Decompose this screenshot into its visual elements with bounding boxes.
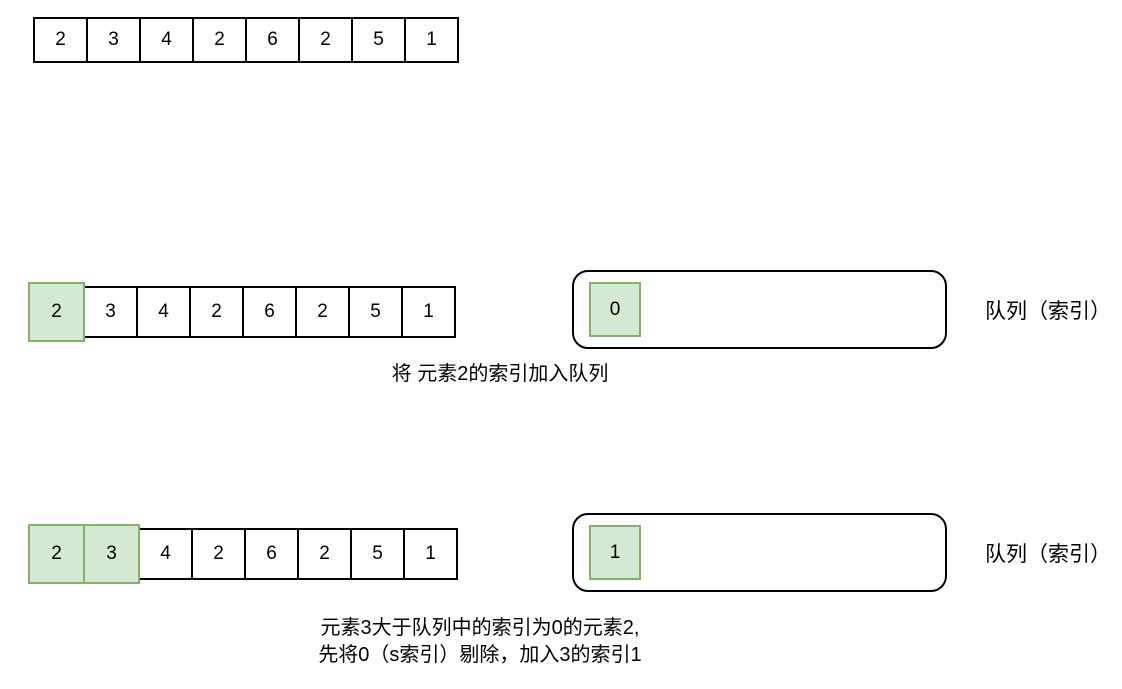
array-cell: 5 <box>348 286 403 338</box>
number-array-step1: 2 3 4 2 6 2 5 1 <box>28 282 456 342</box>
queue-box-step2: 1 <box>572 513 947 592</box>
queue-label: 队列（索引） <box>985 542 1111 566</box>
number-array-step2: 2 3 4 2 6 2 5 1 <box>28 524 458 584</box>
array-cell-highlighted: 2 <box>28 524 85 584</box>
queue-index-item: 1 <box>589 525 641 580</box>
array-cell: 1 <box>401 286 456 338</box>
array-cell: 6 <box>242 286 297 338</box>
array-cell: 4 <box>136 286 191 338</box>
array-cell: 2 <box>295 286 350 338</box>
array-cell: 6 <box>245 17 300 63</box>
array-cell: 2 <box>297 528 352 580</box>
array-cell-highlighted: 3 <box>83 524 140 584</box>
array-cell: 2 <box>191 528 246 580</box>
array-cell: 2 <box>298 17 353 63</box>
array-cell: 2 <box>192 17 247 63</box>
array-cell: 2 <box>33 17 88 63</box>
array-cell: 3 <box>83 286 138 338</box>
queue-box-step1: 0 <box>572 270 947 349</box>
array-cell: 5 <box>350 528 405 580</box>
array-cell: 2 <box>189 286 244 338</box>
step-caption: 元素3大于队列中的索引为0的元素2, 先将0（s索引）剔除，加入3的索引1 <box>0 615 960 669</box>
array-cell: 5 <box>351 17 406 63</box>
array-cell: 1 <box>403 528 458 580</box>
number-array-initial: 2 3 4 2 6 2 5 1 <box>33 17 459 63</box>
array-cell: 4 <box>138 528 193 580</box>
array-cell: 6 <box>244 528 299 580</box>
queue-label: 队列（索引） <box>985 299 1111 323</box>
array-cell: 4 <box>139 17 194 63</box>
array-cell: 3 <box>86 17 141 63</box>
step-caption-line1: 元素3大于队列中的索引为0的元素2, <box>320 617 640 639</box>
queue-index-item: 0 <box>589 282 641 337</box>
step-caption-line2: 先将0（s索引）剔除，加入3的索引1 <box>318 644 642 666</box>
step-caption: 将 元素2的索引加入队列 <box>391 363 609 385</box>
array-cell-highlighted: 2 <box>28 282 85 342</box>
array-cell: 1 <box>404 17 459 63</box>
